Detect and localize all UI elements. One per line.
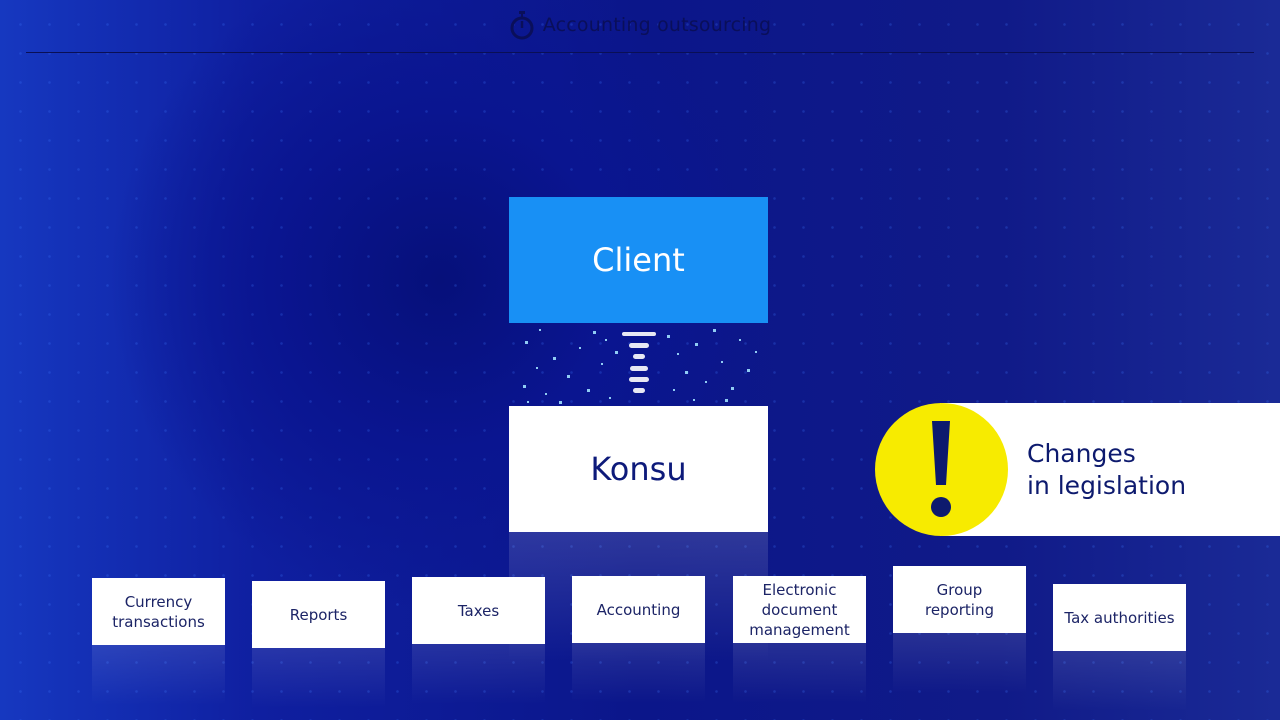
module-label: Electronic document management: [749, 580, 850, 639]
module-reflection: [572, 643, 705, 703]
module-tax-authorities: Tax authorities: [1053, 584, 1186, 651]
header-divider: [26, 52, 1254, 53]
module-label: Currency transactions: [112, 592, 205, 631]
module-reflection: [733, 643, 866, 703]
client-box: Client: [509, 197, 768, 323]
module-reflection: [412, 644, 545, 704]
module-label: Group reporting: [924, 580, 994, 619]
module-reports: Reports: [252, 581, 385, 648]
module-reflection: [1053, 651, 1186, 711]
module-label: Reports: [289, 605, 348, 624]
module-electronic-document-management: Electronic document management: [733, 576, 866, 643]
header: Accounting outsourcing: [0, 0, 1280, 53]
header-title: Accounting outsourcing: [542, 14, 772, 36]
module-taxes: Taxes: [412, 577, 545, 644]
provider-box: Konsu: [509, 406, 768, 532]
alert-line-1: Changes: [1027, 439, 1136, 468]
module-label: Taxes: [457, 601, 500, 620]
module-accounting: Accounting: [572, 576, 705, 643]
client-label: Client: [592, 241, 685, 279]
alert-line-2: in legislation: [1027, 471, 1187, 500]
data-stream-icon: [509, 323, 768, 407]
module-reflection: [252, 648, 385, 708]
exclamation-icon: [875, 403, 1008, 536]
provider-label: Konsu: [590, 450, 687, 488]
module-label: Tax authorities: [1064, 608, 1175, 627]
module-reflection: [92, 645, 225, 705]
module-label: Accounting: [596, 600, 681, 619]
module-currency-transactions: Currency transactions: [92, 578, 225, 645]
module-group-reporting: Group reporting: [893, 566, 1026, 633]
alert-text: Changes in legislation: [1027, 438, 1267, 502]
stopwatch-icon: [509, 10, 535, 40]
module-reflection: [893, 633, 1026, 693]
